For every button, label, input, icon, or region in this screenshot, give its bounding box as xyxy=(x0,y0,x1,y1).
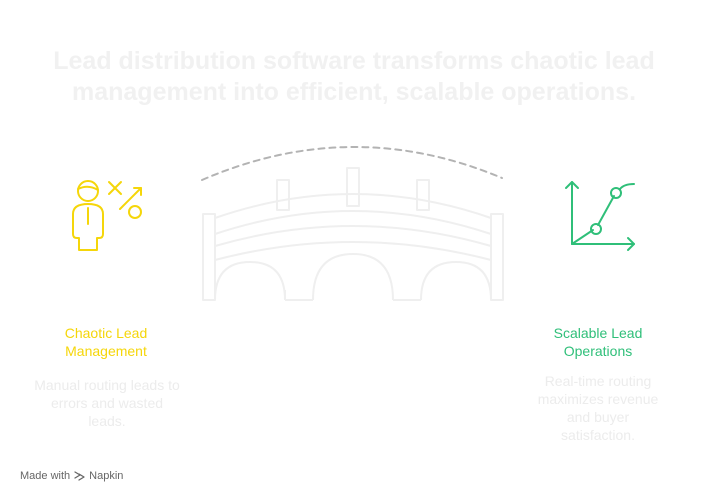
napkin-brand[interactable]: Napkin xyxy=(74,470,123,482)
bridge-rail xyxy=(214,193,492,219)
chaotic-lead-management-label: Chaotic Lead Management xyxy=(64,325,148,359)
bridge-post xyxy=(346,167,360,207)
bridge-arch xyxy=(420,261,492,301)
made-with-text: Made with xyxy=(20,470,71,482)
napkin-logo-icon xyxy=(74,471,85,481)
scalable-lead-operations-label: Scalable Lead Operations xyxy=(553,325,643,359)
bridge-arch xyxy=(214,261,286,301)
bridge-arch xyxy=(312,253,394,301)
growth-chart-icon xyxy=(565,181,635,251)
footer: Made with Napkin xyxy=(20,470,123,482)
napkin-brand-name: Napkin xyxy=(89,470,124,482)
scalable-lead-operations-description: Real-time routing maximizes revenue and … xyxy=(537,373,659,443)
bridge-post xyxy=(416,179,430,211)
confused-person-icon xyxy=(72,180,142,251)
page-title: Lead distribution software transforms ch… xyxy=(53,47,655,106)
bridge-post xyxy=(276,179,290,211)
dashed-arc xyxy=(201,146,503,181)
chaotic-lead-management-description: Manual routing leads to errors and waste… xyxy=(34,377,180,429)
bridge-post xyxy=(490,213,504,301)
bridge-deck xyxy=(214,225,492,247)
bridge-deck xyxy=(214,241,492,261)
bridge-post xyxy=(202,213,216,301)
bridge-rail xyxy=(214,210,492,235)
